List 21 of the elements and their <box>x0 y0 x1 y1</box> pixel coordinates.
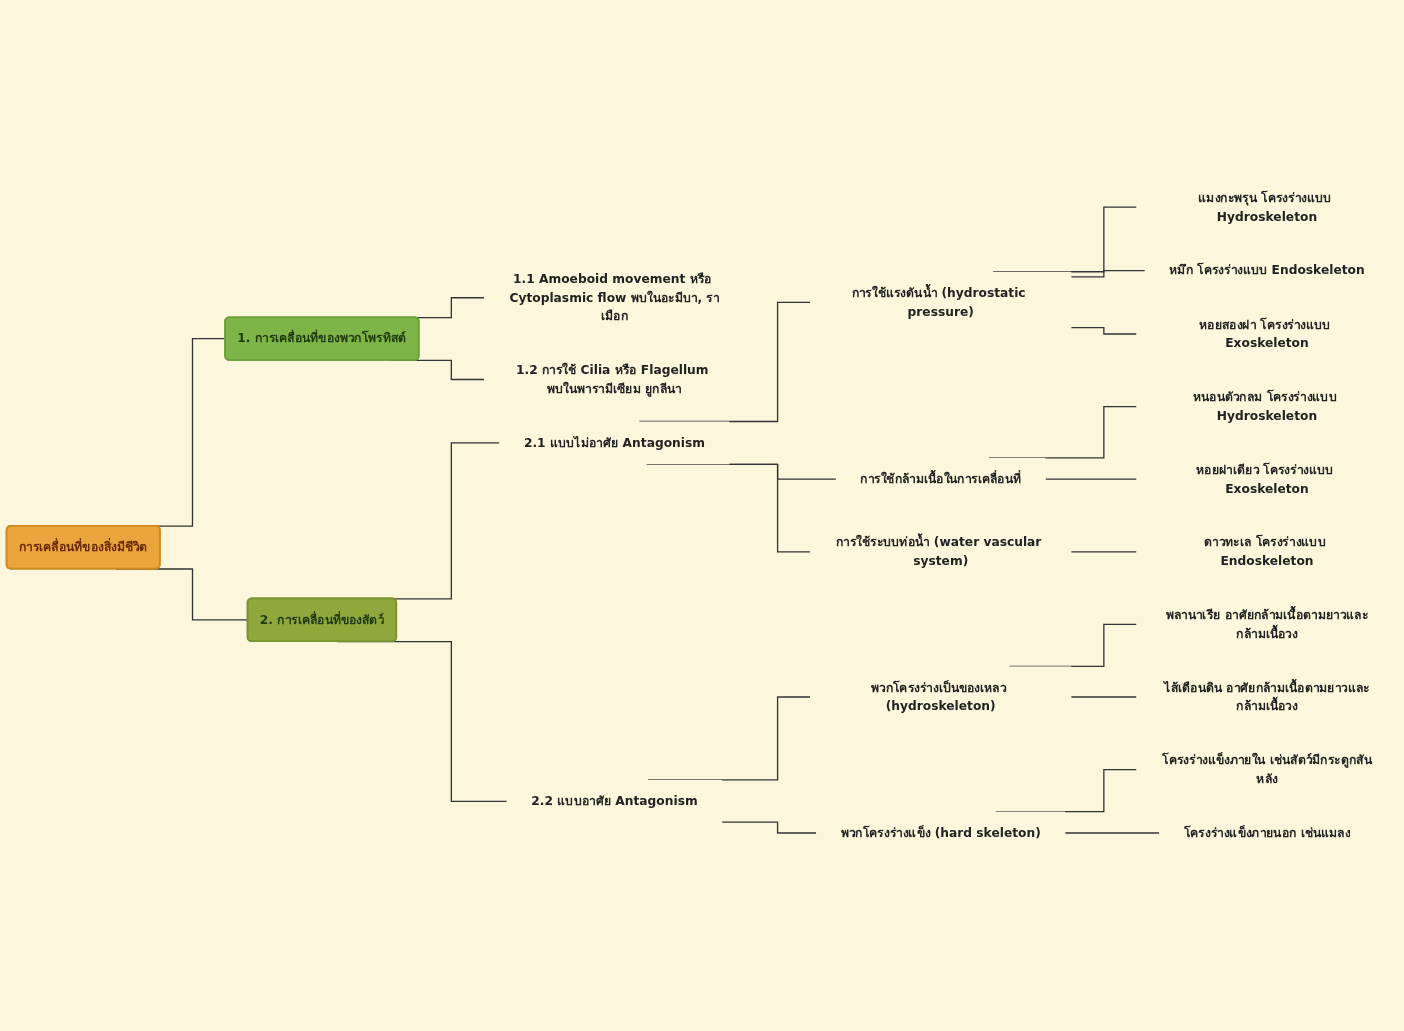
connector <box>1064 832 1160 834</box>
node-text: แมงกะพรุน โครงร่างแบบ Hydroskeleton <box>1198 190 1332 224</box>
node-text: ไส้เดือนดิน อาศัยกล้ามเนื้อตามยาวและกล้ามเนื้อวง <box>1164 680 1370 714</box>
connector <box>1070 269 1146 278</box>
node-text: พลานาเรีย อาศัยกล้ามเนื้อตามยาวและกล้ามเนื้อวง <box>1165 607 1369 641</box>
connector <box>1070 551 1138 553</box>
node-text: พวกโครงร่างเป็นของเหลว (hydroskeleton) <box>870 680 1007 714</box>
node-text: โครงร่างแข็งภายนอก เช่นแมลง <box>1183 825 1351 841</box>
connector <box>1070 327 1138 335</box>
node-text: หนอนตัวกลม โครงร่างแบบ Hydroskeleton <box>1192 389 1337 423</box>
node-text: 1.2 การใช้ Cilia หรือ Flagellum พบในพารามีเซียม ยูกลีนา <box>516 362 709 396</box>
node-text: โครงร่างแข็งภายใน เช่นสัตว์มีกระดูกสันหลัง <box>1162 752 1372 786</box>
connector <box>1044 478 1138 480</box>
node-text: 1.1 Amoeboid movement หรือ Cytoplasmic flow พบในอะมีบา, ราเมือก <box>509 271 720 324</box>
node-text: หอยสองฝา โครงร่างแบบ Exoskeleton <box>1199 317 1331 351</box>
node-text: ดาวทะเล โครงร่างแบบ Endoskeleton <box>1203 535 1326 569</box>
node-text: หอยฝาเดียว โครงร่างแบบ Exoskeleton <box>1196 462 1334 496</box>
connector <box>721 821 817 834</box>
node-text: หมึก โครงร่างแบบ Endoskeleton <box>1169 263 1365 278</box>
node-text: การใช้ระบบท่อน้ำ (water vascular system) <box>835 535 1042 569</box>
connector <box>1070 696 1138 698</box>
